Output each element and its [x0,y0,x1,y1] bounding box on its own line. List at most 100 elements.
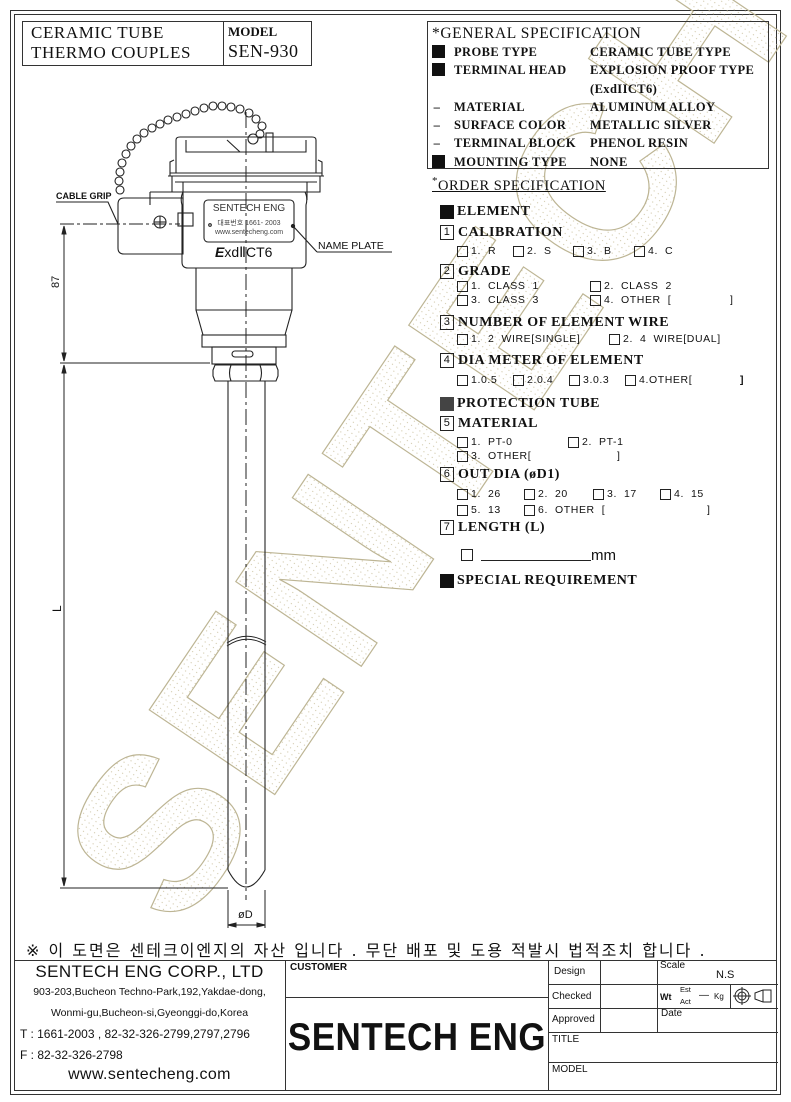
model-box: MODEL SEN-930 [224,22,311,65]
option-label: 1. R [471,245,497,257]
checkbox[interactable] [524,504,535,516]
address-line-2: Wonmi-gu,Bucheon-si,Gyeonggi-do,Korea [50,1007,249,1019]
bracket-close: ] [707,504,711,516]
length-input[interactable] [481,548,591,561]
cable-grip-label: CABLE GRIP [56,191,112,201]
checkbox[interactable] [457,245,468,257]
chain-icon [114,101,267,195]
checkbox[interactable] [569,374,580,386]
exd-e: E [215,244,225,260]
checkbox[interactable] [634,245,645,257]
calibration-option-c[interactable]: 4. C [634,244,673,258]
wire-option-single[interactable]: 1. 2 WIRE[SINGLE] [457,332,609,346]
protection-tube-header: PROTECTION TUBE [440,395,600,412]
calibration-option-r[interactable]: 1. R [457,244,513,258]
title-line-1: CERAMIC TUBE [31,23,164,42]
checked-label: Checked [552,991,592,1002]
checkbox[interactable] [625,374,636,386]
out-dia-option-13[interactable]: 5. 13 [457,503,524,517]
customer-label: CUSTOMER [290,962,348,973]
protection-tube-header-text: PROTECTION TUBE [457,396,600,411]
grade-option-other[interactable]: 4. OTHER [ [590,293,730,307]
calibration-option-s[interactable]: 2. S [513,244,573,258]
checkbox[interactable] [457,280,468,292]
calibration-option-b[interactable]: 3. B [573,244,634,258]
approved-label: Approved [552,1014,595,1025]
out-dia-option-26[interactable]: 1. 26 [457,487,524,501]
square-bullet-icon [440,573,454,588]
spec-label: SURFACE COLOR [454,118,567,133]
material-option-pt0[interactable]: 1. PT-0 [457,435,568,449]
checkbox[interactable] [660,488,671,500]
option-label: 4. OTHER [ [604,294,672,306]
spec-row-terminal-head-cont: (ExdIICT6) [432,80,768,98]
option-label: 2. 4 WIRE[DUAL] [623,333,721,345]
wire-option-dual[interactable]: 2. 4 WIRE[DUAL] [609,332,721,346]
grade-option-class3[interactable]: 3. CLASS 3 [457,293,590,307]
scale-value: N.S [716,969,735,981]
address-line-1: 903-203,Bucheon Techno-Park,192,Yakdae-d… [33,986,266,998]
checkbox[interactable] [590,294,601,306]
option-label: 3. 17 [607,488,637,500]
length-checkbox[interactable] [461,549,473,561]
dia-option-other[interactable]: 4.OTHER[ [625,373,740,387]
spec-label: MOUNTING TYPE [454,154,567,169]
model-label: MODEL [228,24,278,39]
checkbox[interactable] [457,488,468,500]
length-input-row: mm [461,548,616,564]
material-option-pt1[interactable]: 2. PT-1 [568,435,624,449]
spec-label: PROBE TYPE [454,45,538,59]
product-title-box: CERAMIC TUBE THERMO COUPLES MODEL SEN-93… [22,21,312,66]
checkbox[interactable] [593,488,604,500]
checkbox[interactable] [524,488,535,500]
number-box-icon: 6 [440,467,454,482]
dash-bullet-icon: – [433,118,441,133]
out-dia-option-other[interactable]: 6. OTHER [ [524,503,707,517]
option-label: 2.0.4 [527,374,554,386]
dia-option-04[interactable]: 2.0.4 [513,373,569,387]
weight-act-label: Act [680,997,691,1006]
thermocouple-drawing [56,101,392,928]
dia-option-05[interactable]: 1.0.5 [457,373,513,387]
material-options-row1: 1. PT-0 2. PT-1 [457,435,624,449]
approved-field[interactable] [601,1008,657,1032]
customer-field: CUSTOMER [286,960,548,998]
checkbox[interactable] [609,333,620,345]
special-requirement-header: SPECIAL REQUIREMENT [440,572,637,589]
scale-label: Scale [660,960,686,971]
grade-option-class1[interactable]: 1. CLASS 1 [457,279,590,293]
exd-rest: xdⅡCT6 [224,244,273,260]
number-box-icon: 2 [440,264,454,279]
material-options-row2: 3. OTHER[ ] [457,449,621,463]
fax-number: F : 82-32-326-2798 [20,1048,123,1062]
checkbox[interactable] [513,245,524,257]
grade-title: GRADE [458,264,512,279]
material-option-other[interactable]: 3. OTHER[ [457,449,617,463]
out-dia-option-17[interactable]: 3. 17 [593,487,660,501]
bracket-close: ] [740,374,745,386]
checkbox[interactable] [573,245,584,257]
number-box-icon: 3 [440,315,454,330]
out-dia-option-15[interactable]: 4. 15 [660,487,704,501]
title-line-2: THERMO COUPLES [31,43,191,62]
checkbox[interactable] [457,333,468,345]
checkbox[interactable] [457,504,468,516]
design-field[interactable] [601,960,657,984]
checkbox[interactable] [590,280,601,292]
checkbox[interactable] [513,374,524,386]
spec-value: METALLIC SILVER [590,118,712,133]
website-link[interactable]: www.sentecheng.com [68,1066,231,1083]
checkbox[interactable] [457,374,468,386]
name-plate-label: NAME PLATE [318,240,384,252]
checkbox[interactable] [457,436,468,448]
spec-value: NONE [590,154,628,169]
checkbox[interactable] [457,450,468,462]
option-label: 3. OTHER[ [471,450,532,462]
checkbox[interactable] [457,294,468,306]
dia-option-03[interactable]: 3.0.3 [569,373,625,387]
out-dia-option-20[interactable]: 2. 20 [524,487,593,501]
checked-field[interactable] [601,984,657,1008]
square-bullet-icon [432,154,445,168]
grade-option-class2[interactable]: 2. CLASS 2 [590,279,672,293]
checkbox[interactable] [568,436,579,448]
